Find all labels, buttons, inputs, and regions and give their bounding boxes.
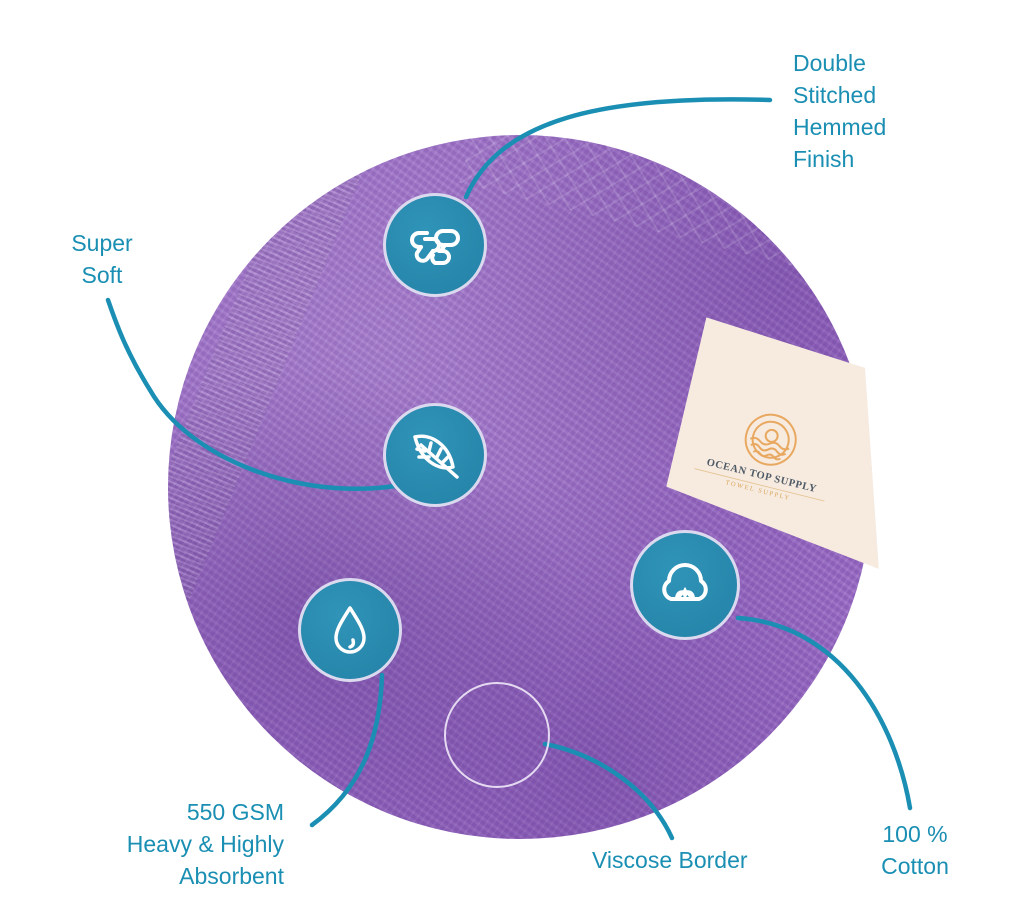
cotton-badge	[630, 530, 740, 640]
water-drop-icon	[334, 606, 366, 654]
wave-logo-icon	[737, 406, 805, 474]
water-drop-badge	[298, 578, 402, 682]
connector-double-stitched	[463, 97, 773, 200]
label-gsm-absorbent: 550 GSM Heavy & Highly Absorbent	[126, 799, 284, 889]
connector-cotton	[735, 615, 913, 811]
label-super-soft: Super Soft	[71, 230, 133, 288]
product-label-content: OCEAN TOP SUPPLY TOWEL SUPPLY	[675, 392, 860, 515]
label-cotton: 100 % Cotton	[881, 821, 949, 879]
feather-icon	[413, 434, 459, 479]
viscose-border-highlight-ring	[444, 682, 550, 788]
chain-link-icon	[410, 229, 460, 265]
label-viscose-border: Viscose Border	[592, 847, 748, 873]
connector-viscose	[542, 741, 675, 841]
connector-gsm	[309, 672, 385, 828]
connector-super-soft	[105, 297, 398, 491]
feather-badge	[383, 403, 487, 507]
chain-link-badge	[383, 193, 487, 297]
cotton-flower-icon	[662, 563, 708, 601]
label-double-stitched: Double Stitched Hemmed Finish	[793, 50, 887, 172]
